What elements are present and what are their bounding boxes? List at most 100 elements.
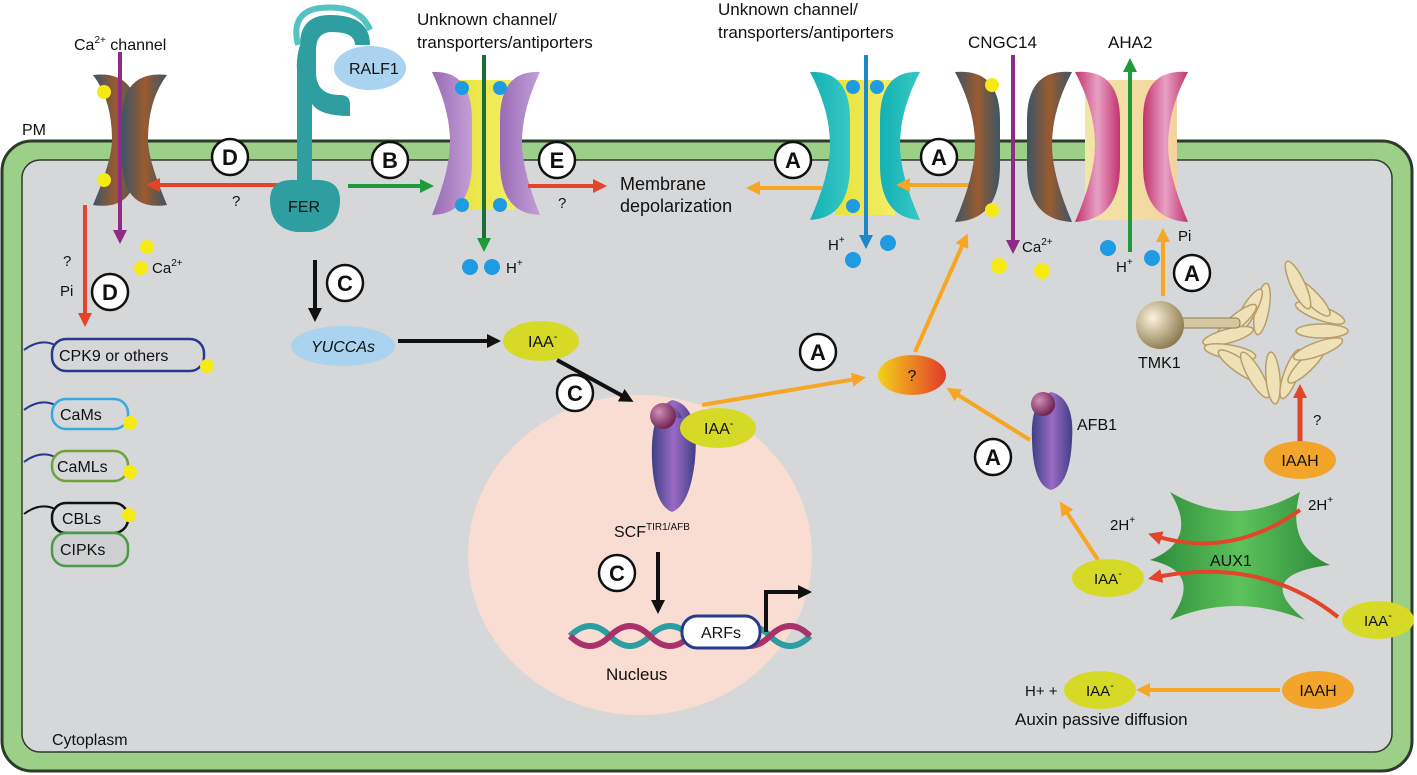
question-mark: ? — [1313, 412, 1321, 429]
svg-text:C: C — [609, 561, 625, 586]
iaa-diffused-label: IAA- — [1086, 680, 1114, 700]
afb1-label: AFB1 — [1077, 417, 1117, 434]
unknown-left-title-1: Unknown channel/ — [417, 10, 557, 29]
ion-ca — [123, 416, 137, 430]
ca-channel-label: Ca2+ channel — [74, 35, 166, 54]
iaa-node — [503, 321, 579, 361]
ion-h — [1144, 250, 1160, 266]
ion-ca — [97, 173, 111, 187]
ion-h — [455, 81, 469, 95]
svg-text:A: A — [810, 340, 826, 365]
aha2-label: AHA2 — [1108, 33, 1152, 52]
svg-text:A: A — [931, 145, 947, 170]
h-label: H+ — [1116, 257, 1133, 276]
cngc14-label: CNGC14 — [968, 33, 1037, 52]
cpk9-box — [50, 337, 206, 373]
unknown-mediator-label: ? — [908, 368, 917, 385]
marker-b: B — [370, 140, 410, 180]
fer-receptor — [270, 4, 373, 232]
svg-text:E: E — [550, 148, 565, 173]
svg-text:D: D — [222, 145, 238, 170]
afb1-receptor — [1031, 392, 1073, 490]
ion-ca — [991, 258, 1007, 274]
ion-h — [462, 259, 478, 275]
iaah-top — [1264, 441, 1336, 479]
arrow-a-afb1-to-question — [946, 387, 1032, 442]
iaa-out-node — [1342, 601, 1414, 639]
marker-a-5: A — [973, 437, 1013, 477]
yuccas-label: YUCCAs — [311, 339, 375, 356]
marker-d-1: D — [210, 137, 250, 177]
h-label: H+ — [828, 235, 845, 254]
iaa-diffused-node — [1064, 671, 1136, 709]
fer-label: FER — [288, 199, 320, 216]
marker-e: E — [537, 140, 577, 180]
unknown-mediator — [878, 355, 946, 395]
svg-text:D: D — [102, 280, 118, 305]
marker-d-2: D — [90, 272, 130, 312]
ralf1-ligand — [334, 46, 406, 90]
arfs-box — [680, 614, 762, 650]
h-label: H+ — [506, 258, 523, 277]
unknown-right-title-2: transporters/antiporters — [718, 23, 894, 42]
arrow-a-scf-to-question — [701, 372, 866, 407]
ion-h — [880, 235, 896, 251]
h-plus-label: H+ + — [1025, 683, 1058, 700]
cams-label: CaMs — [60, 407, 102, 424]
iaah-bottom — [1282, 671, 1354, 709]
ion-h — [493, 81, 507, 95]
unknown-right-title-1: Unknown channel/ — [718, 0, 858, 19]
ion-ca — [985, 78, 999, 92]
svg-text:C: C — [567, 381, 583, 406]
pi-label: Pi — [1178, 228, 1191, 245]
ca2-label: Ca2+ — [1022, 237, 1053, 256]
ion-ca — [134, 261, 148, 275]
ion-h — [455, 198, 469, 212]
question-mark: ? — [558, 195, 566, 212]
ion-h — [846, 80, 860, 94]
ion-h — [1100, 240, 1116, 256]
2h-right-label: 2H+ — [1308, 495, 1333, 514]
ion-ca — [123, 465, 137, 479]
calcium-sensors: CPK9 or others CaMs CaMLs CBLs CIPKs — [23, 337, 214, 568]
arfs-label: ARFs — [701, 625, 741, 642]
ion-ca — [985, 203, 999, 217]
arrow-a-question-to-cngc14 — [913, 233, 969, 353]
yuccas-node — [291, 326, 395, 366]
ca2-label: Ca2+ — [152, 258, 183, 277]
marker-c-3: C — [597, 553, 637, 593]
cngc14-channel — [955, 71, 1072, 222]
marker-a-4: A — [798, 332, 838, 372]
auxin-passive-diffusion-label: Auxin passive diffusion — [1015, 710, 1188, 729]
cipks-box — [50, 531, 130, 568]
question-mark: ? — [232, 193, 240, 210]
svg-text:A: A — [785, 148, 801, 173]
ion-h — [846, 199, 860, 213]
iaa-label: IAA- — [528, 331, 558, 351]
iaa-bound-scf — [680, 408, 756, 448]
svg-text:B: B — [382, 148, 398, 173]
cipks-label: CIPKs — [60, 542, 105, 559]
ion-ca — [140, 240, 154, 254]
iaa-in-node — [1072, 559, 1144, 597]
pm-label: PM — [22, 122, 46, 139]
marker-a-3: A — [1172, 253, 1212, 293]
unknown-left-title-2: transporters/antiporters — [417, 33, 593, 52]
ion-h — [484, 259, 500, 275]
question-mark: ? — [63, 253, 71, 270]
ion-ca — [1034, 263, 1050, 279]
cams-box — [50, 397, 130, 431]
arrow-aux1-h-in — [1148, 508, 1302, 546]
tmk1-receptor — [1136, 260, 1349, 405]
arrow-a-iaa-to-afb1 — [1059, 501, 1100, 562]
arrow-c-iaa-to-scf — [556, 358, 634, 402]
cpk9-label: CPK9 or others — [59, 348, 168, 365]
marker-a-1: A — [773, 140, 813, 180]
membrane-depolarization-1: Membrane — [620, 174, 706, 194]
ion-ca — [122, 508, 136, 522]
pi-label: Pi — [60, 283, 73, 300]
ralf1-label: RALF1 — [349, 61, 399, 78]
cbls-label: CBLs — [62, 511, 101, 528]
ion-h — [493, 198, 507, 212]
